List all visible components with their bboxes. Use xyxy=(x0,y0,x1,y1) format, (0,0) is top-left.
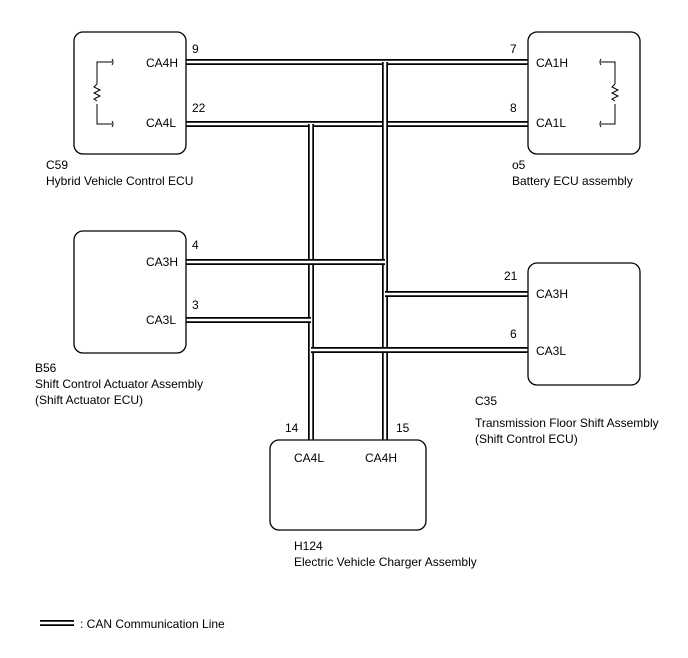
h124-pin-ca4h: 15 xyxy=(396,421,410,435)
h124-code: H124 xyxy=(294,539,323,553)
c59-code: C59 xyxy=(46,158,68,172)
b56-code: B56 xyxy=(35,361,57,375)
o5-box xyxy=(527,31,641,155)
h124-box xyxy=(269,439,427,531)
o5-label-ca1h: CA1H xyxy=(536,56,568,70)
b56-label-ca3h: CA3H xyxy=(146,255,178,269)
h124-label-ca4h: CA4H xyxy=(365,451,397,465)
legend: : CAN Communication Line xyxy=(40,617,225,631)
b56-box xyxy=(73,230,187,354)
h124-label-ca4l: CA4L xyxy=(294,451,324,465)
h124-pin-ca4l: 14 xyxy=(285,421,299,435)
ecu-c35: CA3H CA3L 21 6 C35 Transmission Floor Sh… xyxy=(475,262,659,446)
c35-pin-ca3h: 21 xyxy=(504,269,518,283)
b56-label-ca3l: CA3L xyxy=(146,313,176,327)
ecu-c59: CA4H CA4L 9 22 C59 Hybrid Vehicle Contro… xyxy=(46,31,206,188)
c35-name-line2: (Shift Control ECU) xyxy=(475,432,578,446)
b56-name-line1: Shift Control Actuator Assembly xyxy=(35,377,203,391)
b56-pin-ca3h: 4 xyxy=(192,238,199,252)
o5-pin-ca1h: 7 xyxy=(510,42,517,56)
c59-label-ca4h: CA4H xyxy=(146,56,178,70)
o5-code: o5 xyxy=(512,158,526,172)
c35-label-ca3l: CA3L xyxy=(536,344,566,358)
o5-pin-ca1l: 8 xyxy=(510,101,517,115)
h124-name: Electric Vehicle Charger Assembly xyxy=(294,555,477,569)
o5-name: Battery ECU assembly xyxy=(512,174,633,188)
o5-label-ca1l: CA1L xyxy=(536,116,566,130)
terminating-resistor-icon xyxy=(92,58,114,128)
b56-pin-ca3l: 3 xyxy=(192,298,199,312)
c59-name: Hybrid Vehicle Control ECU xyxy=(46,174,193,188)
c35-code: C35 xyxy=(475,394,497,408)
legend-text: : CAN Communication Line xyxy=(80,617,225,631)
ecu-b56: CA3H CA3L 4 3 B56 Shift Control Actuator… xyxy=(35,230,203,407)
c35-name-line1: Transmission Floor Shift Assembly xyxy=(475,416,659,430)
ecu-h124: CA4L CA4H 14 15 H124 Electric Vehicle Ch… xyxy=(269,421,477,569)
terminating-resistor-icon xyxy=(599,58,620,128)
c35-label-ca3h: CA3H xyxy=(536,287,568,301)
c59-pin-ca4l: 22 xyxy=(192,101,206,115)
ecu-o5: CA1H CA1L 7 8 o5 Battery ECU assembly xyxy=(510,31,641,188)
b56-name-line2: (Shift Actuator ECU) xyxy=(35,393,143,407)
c59-pin-ca4h: 9 xyxy=(192,42,199,56)
c59-box xyxy=(73,31,187,155)
c35-box xyxy=(527,262,641,386)
can-wires xyxy=(186,59,528,440)
c59-label-ca4l: CA4L xyxy=(146,116,176,130)
c35-pin-ca3l: 6 xyxy=(510,327,517,341)
